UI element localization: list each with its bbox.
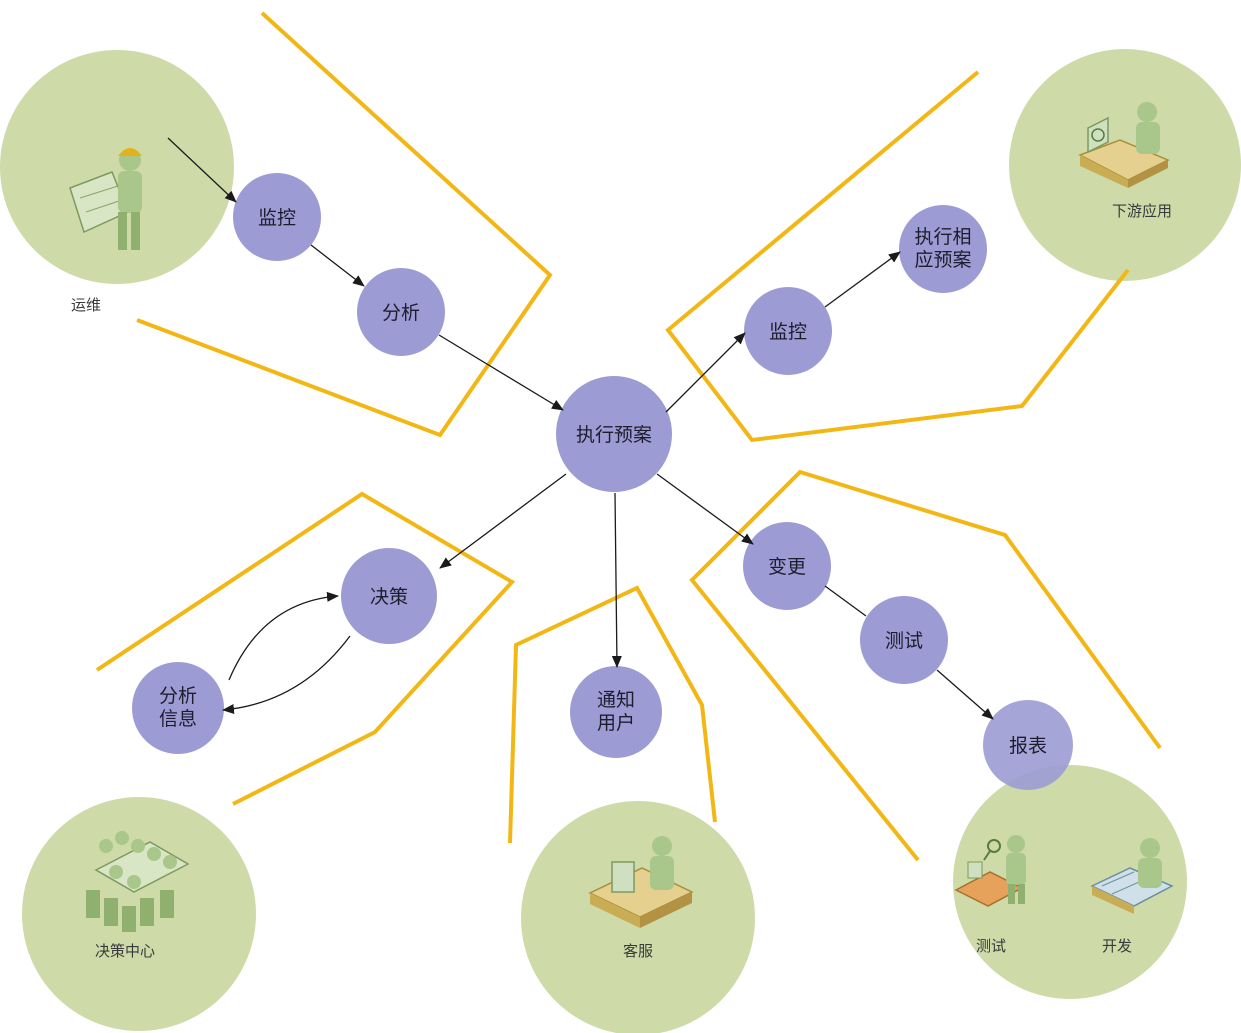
process-labels: 执行预案 监控 分析 监控 执行相 应预案 决策 分析 信息 通知 用户 变更 … (159, 207, 1047, 757)
meeting-group-icon (86, 831, 190, 932)
label-notify-line1: 通知 (597, 689, 635, 711)
arrow-analysis-to-decision (228, 591, 339, 681)
arrow-decision-to-analysis (222, 635, 351, 714)
role-circle-test-dev (953, 765, 1187, 999)
process-circles (132, 173, 1073, 790)
role-circle-decision-center (22, 797, 256, 1031)
developer-desk-icon (1090, 838, 1174, 914)
role-label-downstream: 下游应用 (1112, 202, 1172, 220)
label-downstream-monitor: 监控 (769, 321, 807, 343)
arrow-change-to-test (824, 585, 867, 617)
node-report[interactable] (983, 700, 1073, 790)
role-label-decision-center: 决策中心 (95, 942, 155, 960)
zone-line-change (689, 469, 1162, 862)
role-label-develop: 开发 (1102, 937, 1132, 955)
role-circle-ops (0, 50, 234, 284)
node-test[interactable] (860, 596, 948, 684)
label-report: 报表 (1009, 735, 1047, 757)
flow-arrows (167, 137, 994, 720)
zone-line-ops (136, 11, 553, 438)
node-ops-monitor[interactable] (233, 173, 321, 261)
arrow-center-to-change (656, 473, 754, 545)
label-notify-line2: 用户 (597, 712, 635, 734)
node-center-execute-plan[interactable] (556, 376, 672, 492)
ops-worker-icon (69, 148, 142, 250)
arrow-center-to-monitor (665, 332, 746, 413)
role-label-test: 测试 (976, 937, 1006, 955)
zone-line-decision (95, 491, 516, 806)
arrow-monitor-to-execute (824, 251, 901, 308)
arrow-test-to-report (936, 669, 994, 720)
customer-service-icon (588, 836, 694, 928)
zone-lines (95, 11, 1162, 862)
arrow-center-to-decision (439, 473, 567, 569)
label-center: 执行预案 (576, 424, 652, 446)
arrow-analyze-to-center (438, 334, 564, 411)
label-decision: 决策 (370, 586, 408, 608)
zone-line-customer (508, 585, 717, 844)
label-analysis-info-line1: 分析 (159, 685, 197, 707)
label-downstream-execute-line1: 执行相 (914, 226, 971, 248)
role-label-customer-service: 客服 (623, 942, 653, 960)
arrow-center-to-notify (611, 492, 622, 668)
label-change: 变更 (768, 556, 806, 578)
downstream-desk-icon (1078, 102, 1170, 188)
zone-line-downstream (665, 70, 1130, 443)
node-ops-analyze[interactable] (357, 268, 445, 356)
label-ops-monitor: 监控 (258, 207, 296, 229)
node-analysis-info[interactable] (132, 662, 224, 754)
tester-icon (954, 835, 1026, 907)
label-downstream-execute-line2: 应预案 (914, 249, 971, 271)
label-analysis-info-line2: 信息 (159, 708, 197, 730)
arrow-monitor-to-analyze (310, 244, 365, 287)
node-decision[interactable] (341, 548, 437, 644)
node-notify-user[interactable] (570, 666, 662, 758)
label-ops-analyze: 分析 (382, 302, 420, 324)
role-labels: 运维 下游应用 决策中心 客服 测试 开发 (71, 202, 1172, 960)
node-downstream-execute[interactable] (899, 205, 987, 293)
node-downstream-monitor[interactable] (744, 287, 832, 375)
arrow-ops-to-monitor (167, 137, 237, 203)
role-label-ops: 运维 (71, 296, 101, 314)
label-test: 测试 (885, 630, 923, 652)
node-change[interactable] (743, 522, 831, 610)
